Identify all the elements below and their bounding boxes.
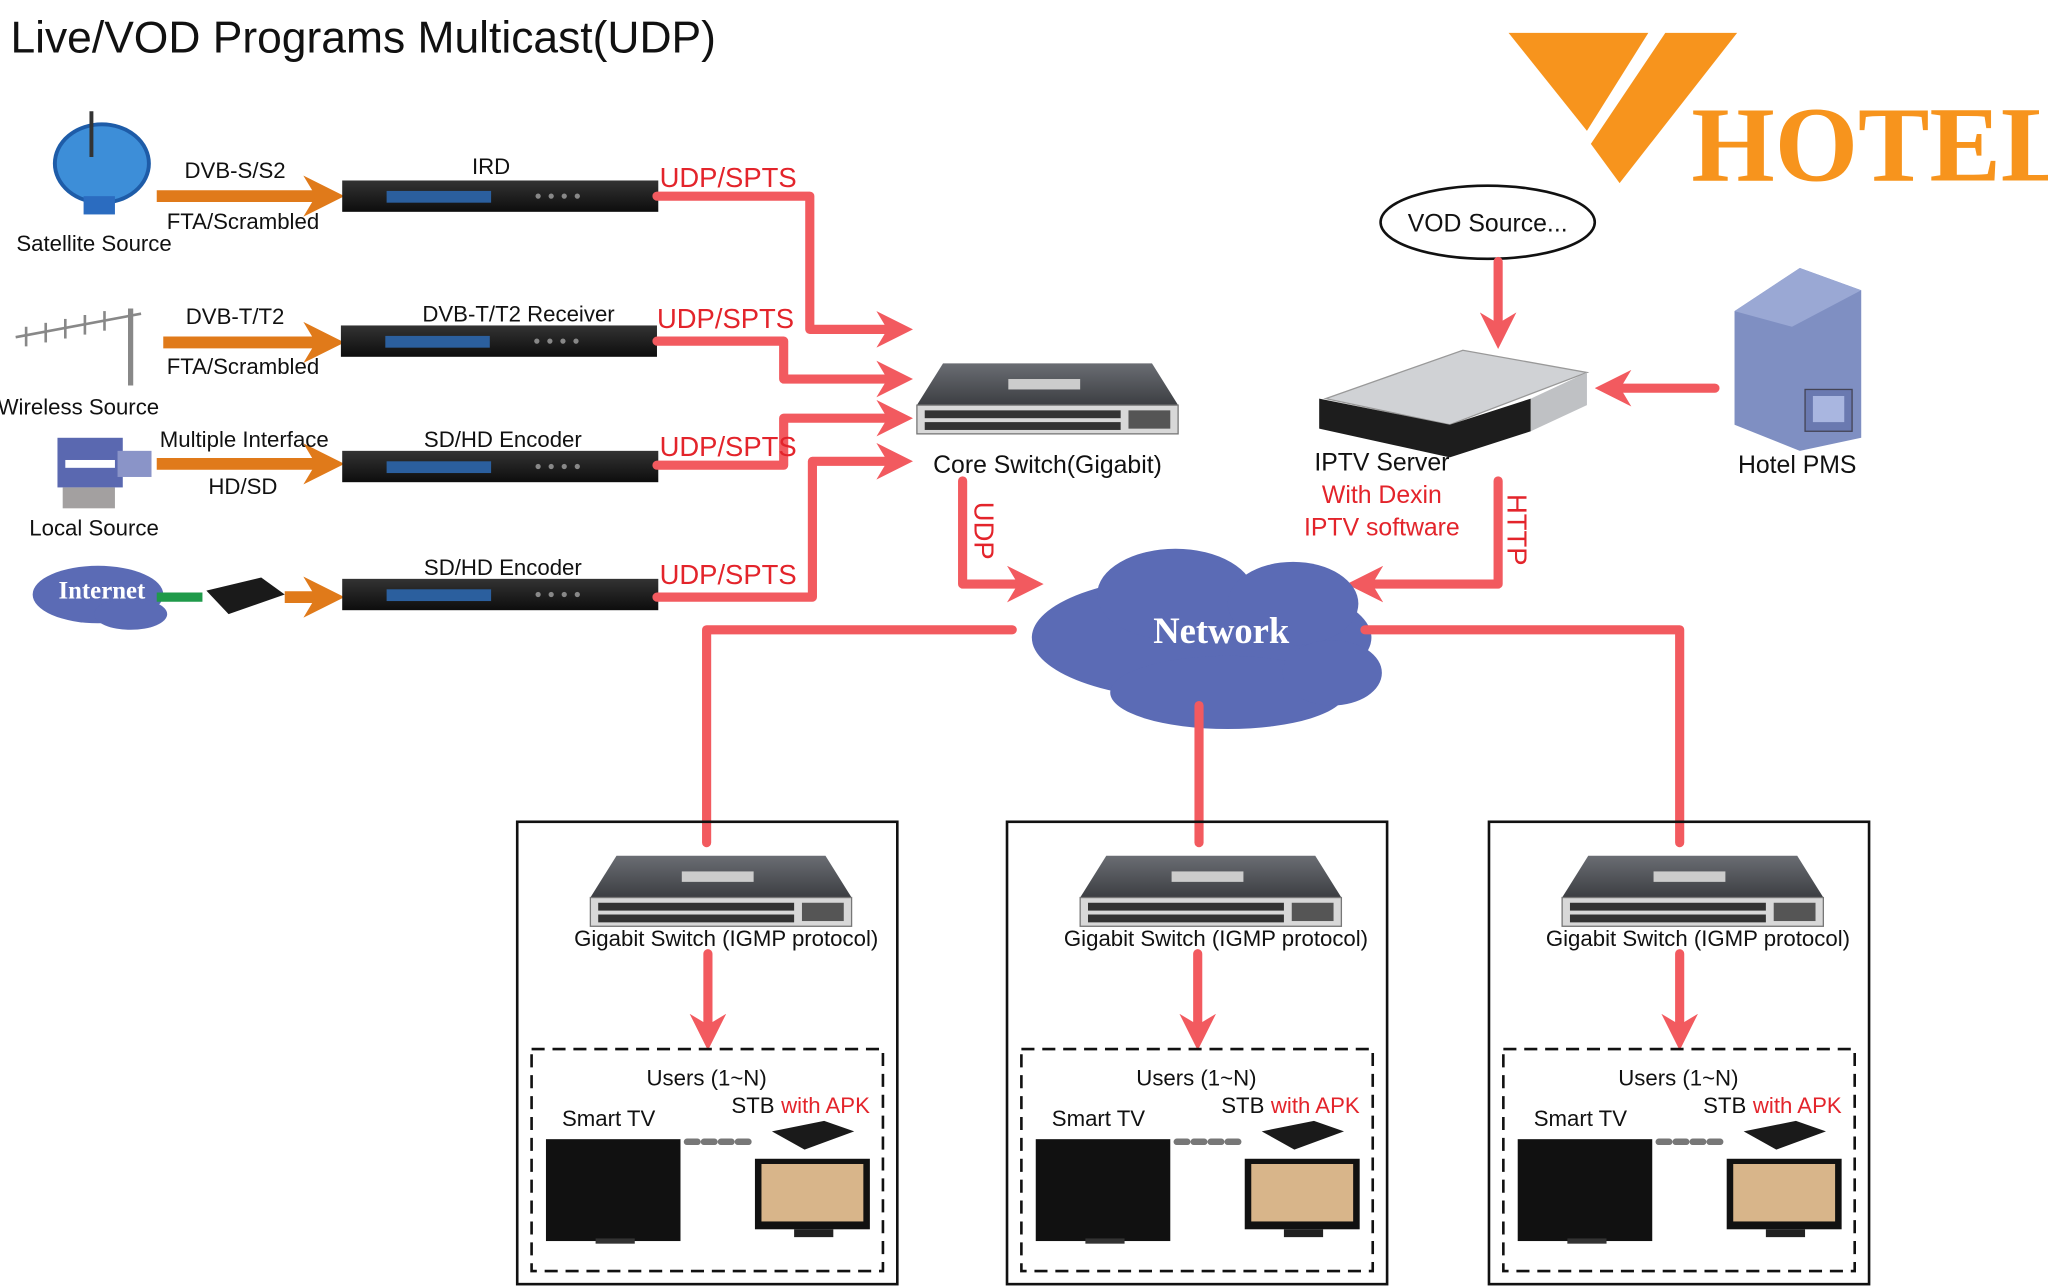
logo-text: HOTEL — [1691, 86, 2048, 204]
branch-box: Gigabit Switch (IGMP protocol) Users (1~N… — [1005, 820, 1389, 1286]
core-switch-label: Core Switch(Gigabit) — [933, 452, 1162, 479]
udp-link — [652, 443, 913, 602]
signal-label: DVB-S/S2 — [185, 158, 286, 183]
output-label: UDP/SPTS — [660, 559, 797, 590]
camera-icon — [57, 437, 152, 509]
signal-label: Multiple Interface — [160, 427, 329, 452]
device-label: SD/HD Encoder — [424, 555, 582, 580]
stb-icon — [771, 1120, 855, 1150]
signal-label: HD/SD — [208, 474, 277, 499]
branch-frame — [1487, 820, 1871, 1286]
monitor-stand — [1765, 1229, 1806, 1238]
internet-cloud-icon: Internet — [32, 565, 168, 630]
network-link — [702, 625, 1017, 848]
signal-label: FTA/Scrambled — [167, 354, 319, 379]
encoder-device — [342, 450, 659, 483]
users-label: Users (1~N) — [1136, 1066, 1256, 1091]
users-group — [1020, 1047, 1375, 1273]
branch-box: Gigabit Switch (IGMP protocol) Users (1~N… — [515, 820, 899, 1286]
udp-link — [652, 191, 913, 348]
http-link-label: HTTP — [1501, 494, 1532, 566]
output-label: UDP/SPTS — [657, 303, 794, 334]
smart-tv-label: Smart TV — [1052, 1106, 1145, 1131]
signal-label: FTA/Scrambled — [167, 209, 319, 234]
gigabit-switch-icon — [1561, 855, 1824, 927]
family-picture — [1251, 1163, 1354, 1222]
iptv-server-sub: IPTV software — [1304, 515, 1460, 542]
smart-tv-label: Smart TV — [562, 1106, 655, 1131]
stb-icon — [1743, 1120, 1826, 1150]
udp-link — [652, 336, 913, 398]
output-label: UDP/SPTS — [660, 431, 797, 462]
users-group — [1502, 1047, 1856, 1273]
device-label: DVB-T/T2 Receiver — [422, 302, 615, 327]
branch-frame — [515, 820, 899, 1286]
core-switch-icon — [916, 362, 1179, 435]
monitor-stand — [794, 1229, 834, 1238]
tv-stand — [1085, 1238, 1125, 1244]
output-label: UDP/SPTS — [660, 162, 797, 193]
satellite-dish-icon — [52, 111, 151, 215]
http-link — [1346, 476, 1503, 603]
media-box-icon — [206, 577, 285, 615]
pms-label: Hotel PMS — [1738, 452, 1857, 479]
source-label: Local Source — [29, 516, 159, 541]
source-label: Satellite Source — [16, 231, 171, 256]
gigabit-switch-icon — [589, 855, 853, 927]
signal-label: DVB-T/T2 — [186, 304, 285, 329]
stb-icon — [1261, 1120, 1344, 1150]
users-group — [530, 1047, 885, 1273]
vod-source-label: VOD Source... — [1408, 210, 1568, 237]
smart-tv-icon — [1517, 1139, 1653, 1242]
gigabit-switch-icon — [1079, 855, 1343, 927]
branch-frame — [1005, 820, 1389, 1286]
smart-tv-label: Smart TV — [1534, 1106, 1627, 1131]
branch-box: Gigabit Switch (IGMP protocol) Users (1~N… — [1487, 820, 1871, 1286]
network-label: Network — [1153, 610, 1290, 651]
udp-link — [958, 476, 1044, 603]
internet-label: Internet — [58, 577, 146, 604]
smart-tv-icon — [545, 1139, 681, 1242]
network-link — [1360, 625, 1685, 848]
pms-server-icon — [1734, 267, 1862, 451]
hotel-logo: HOTEL — [1508, 32, 2048, 204]
family-picture — [1733, 1163, 1836, 1222]
vod-source-node — [1379, 184, 1597, 261]
users-label: Users (1~N) — [1618, 1066, 1738, 1091]
tv-stand — [595, 1238, 635, 1244]
iptv-server-sub: With Dexin — [1322, 482, 1442, 509]
receiver-device — [340, 325, 657, 357]
udp-link-label: UDP — [968, 502, 999, 560]
device-label: SD/HD Encoder — [424, 427, 582, 452]
smart-tv-icon — [1035, 1139, 1171, 1242]
iptv-server-icon — [1319, 349, 1590, 458]
encoder-device — [342, 578, 659, 611]
family-picture — [761, 1163, 864, 1222]
switch-label: Gigabit Switch (IGMP protocol) — [1064, 926, 1368, 951]
switch-label: Gigabit Switch (IGMP protocol) — [1546, 926, 1850, 951]
monitor-stand — [1283, 1229, 1324, 1238]
source-label: Wireless Source — [0, 394, 159, 419]
network-cloud-icon — [1031, 548, 1382, 730]
tv-stand — [1567, 1238, 1607, 1244]
antenna-icon — [15, 308, 142, 386]
switch-label: Gigabit Switch (IGMP protocol) — [574, 926, 878, 951]
users-label: Users (1~N) — [647, 1066, 767, 1091]
iptv-server-label: IPTV Server — [1314, 449, 1449, 476]
udp-link — [652, 399, 913, 470]
device-label: IRD — [472, 154, 510, 179]
ird-device — [342, 180, 659, 212]
page-title: Live/VOD Programs Multicast(UDP) — [10, 13, 715, 62]
